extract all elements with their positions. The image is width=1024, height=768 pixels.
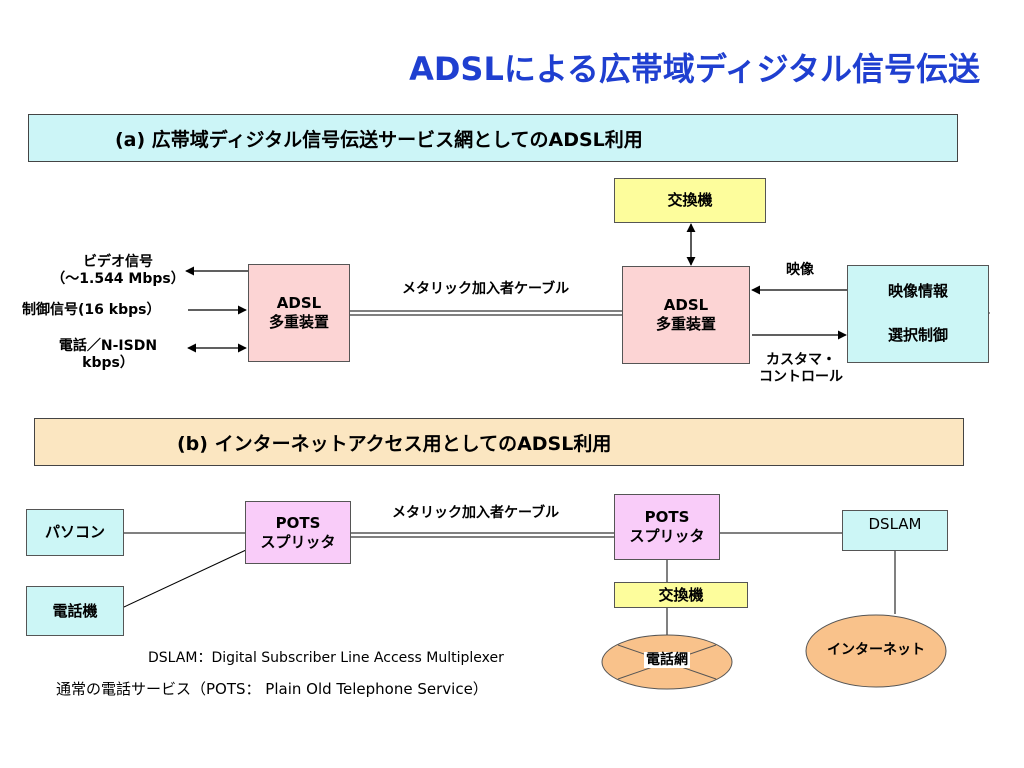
video-service-box	[847, 265, 989, 363]
adsl-mux-left-line2: 多重装置	[268, 313, 329, 331]
phone-network-text: 電話網	[644, 652, 690, 668]
video-signal-label-line2: （～1.544 Mbps）	[51, 270, 185, 287]
internet-ellipse	[805, 614, 947, 688]
video-label: 映像	[786, 262, 814, 278]
video-signal-label: ビデオ信号 （～1.544 Mbps）	[38, 254, 198, 288]
section-a-header-text: (a) 広帯域ディジタル信号伝送サービス網としてのADSL利用	[115, 128, 643, 151]
pots-right-line2: スプリッタ	[629, 527, 705, 545]
pots-splitter-right: POTS スプリッタ	[614, 494, 720, 560]
page-title: ADSLによる広帯域ディジタル信号伝送	[409, 50, 980, 88]
pots-note: 通常の電話サービス（POTS： Plain Old Telephone Serv…	[56, 680, 488, 698]
adsl-mux-left-line1: ADSL	[276, 294, 322, 313]
telephone-box: 電話機	[26, 586, 124, 636]
internet-label: インターネット	[827, 642, 925, 658]
dslam-box: DSLAM	[842, 510, 948, 551]
select-control-label: 選択制御	[887, 326, 948, 344]
pc-label: パソコン	[44, 523, 105, 542]
pots-left-line1: POTS	[275, 513, 321, 532]
customer-control-line1: カスタマ・	[766, 352, 836, 368]
adsl-mux-right-line2: 多重装置	[655, 315, 716, 333]
section-b-header: (b) インターネットアクセス用としてのADSL利用	[34, 418, 964, 466]
phone-signal-label: 電話／N-ISDN kbps）	[28, 338, 188, 372]
adsl-mux-left: ADSL 多重装置	[248, 264, 350, 362]
adsl-mux-right-line1: ADSL	[663, 296, 709, 315]
phone-network-label: 電話網	[602, 652, 732, 669]
video-info-label: 映像情報	[887, 282, 948, 300]
phone-signal-label-line2: kbps）	[82, 354, 134, 371]
pots-splitter-left: POTS スプリッタ	[245, 501, 351, 564]
dslam-label: DSLAM	[868, 515, 922, 533]
video-signal-label-line1: ビデオ信号	[83, 254, 153, 270]
pots-left-line2: スプリッタ	[260, 532, 336, 551]
adsl-mux-right: ADSL 多重装置	[622, 266, 750, 364]
cable-b-label: メタリック加入者ケーブル	[392, 505, 560, 521]
cable-a-label: メタリック加入者ケーブル	[402, 281, 570, 297]
exchange-a-label: 交換機	[667, 191, 713, 210]
pc-box: パソコン	[26, 509, 124, 556]
customer-control-line2: コントロール	[759, 368, 843, 385]
section-b-header-text: (b) インターネットアクセス用としてのADSL利用	[177, 432, 612, 455]
phone-signal-label-line1: 電話／N-ISDN	[58, 338, 158, 354]
exchange-a: 交換機	[614, 178, 766, 223]
dslam-note: DSLAM：Digital Subscriber Line Access Mul…	[148, 650, 504, 666]
exchange-b-label: 交換機	[658, 585, 704, 604]
section-a-header: (a) 広帯域ディジタル信号伝送サービス網としてのADSL利用	[28, 114, 958, 162]
exchange-b: 交換機	[614, 582, 748, 608]
pots-right-line1: POTS	[644, 508, 690, 527]
phone-pots-line	[123, 549, 247, 608]
telephone-label: 電話機	[52, 601, 98, 620]
customer-control-label: カスタマ・ コントロール	[736, 352, 866, 386]
control-signal-label: 制御信号(16 kbps）	[22, 302, 161, 318]
